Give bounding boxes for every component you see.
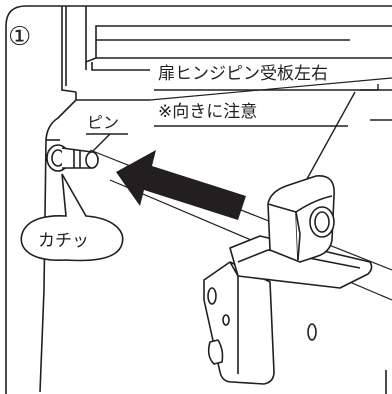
speech-bubble-icon	[20, 173, 124, 262]
hinge-bracket	[203, 175, 373, 385]
click-sound-label: カチッ	[38, 231, 89, 251]
part-name-label: 扉ヒンジピン受板左右	[158, 64, 328, 84]
hinge-pin	[46, 144, 99, 172]
part-leader	[154, 84, 379, 189]
pin-leader	[86, 133, 128, 153]
part-note-label: ※向きに注意	[158, 102, 258, 122]
frame-border	[5, 5, 392, 394]
insert-arrow-icon	[116, 150, 246, 220]
step-number: ①	[8, 22, 32, 52]
pin-label: ピン	[87, 113, 120, 132]
